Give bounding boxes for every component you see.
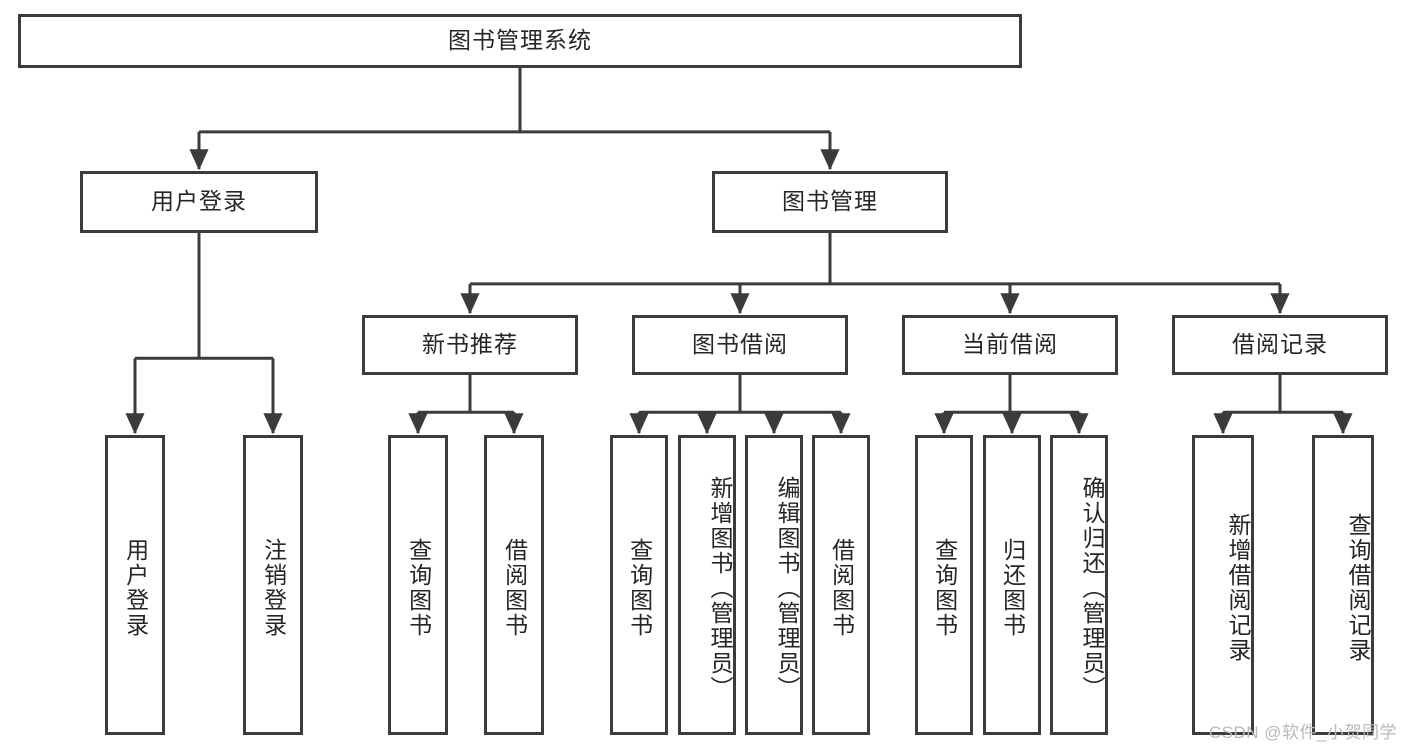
node-l8[interactable]: 借阅图书 [812, 435, 870, 735]
node-label: 确认归还（管理员） [1079, 475, 1105, 701]
node-login[interactable]: 用户登录 [80, 171, 318, 233]
node-label: 查询图书 [405, 538, 432, 638]
node-l11[interactable]: 确认归还（管理员） [1050, 435, 1108, 735]
node-label: 查询图书 [626, 538, 653, 638]
node-l2[interactable]: 注销登录 [243, 435, 303, 735]
node-label: 当前借阅 [962, 331, 1058, 358]
node-label: 借阅记录 [1232, 331, 1328, 358]
watermark-text: CSDN @软件_小贺同学 [1208, 723, 1397, 742]
node-l12[interactable]: 新增借阅记录 [1192, 435, 1254, 735]
node-label: 查询图书 [931, 538, 958, 638]
node-label: 注销登录 [260, 538, 287, 638]
node-label: 新书推荐 [422, 331, 518, 358]
node-label: 用户登录 [122, 538, 149, 638]
node-l10[interactable]: 归还图书 [983, 435, 1041, 735]
node-borrow[interactable]: 图书借阅 [632, 315, 848, 375]
node-label: 图书借阅 [692, 331, 788, 358]
node-current[interactable]: 当前借阅 [902, 315, 1118, 375]
node-root[interactable]: 图书管理系统 [18, 14, 1022, 68]
node-l6[interactable]: 新增图书（管理员） [678, 435, 736, 735]
node-l9[interactable]: 查询图书 [915, 435, 973, 735]
node-l7[interactable]: 编辑图书（管理员） [745, 435, 803, 735]
node-l3[interactable]: 查询图书 [388, 435, 448, 735]
node-label: 新增图书（管理员） [707, 475, 733, 701]
node-l4[interactable]: 借阅图书 [484, 435, 544, 735]
node-l5[interactable]: 查询图书 [610, 435, 668, 735]
node-l1[interactable]: 用户登录 [105, 435, 165, 735]
node-newrec[interactable]: 新书推荐 [362, 315, 578, 375]
node-label: 用户登录 [151, 188, 247, 215]
node-label: 借阅图书 [828, 538, 855, 638]
node-label: 图书管理 [782, 188, 878, 215]
node-bookmgmt[interactable]: 图书管理 [712, 171, 948, 233]
node-label: 图书管理系统 [448, 27, 592, 54]
node-label: 借阅图书 [501, 538, 528, 638]
node-records[interactable]: 借阅记录 [1172, 315, 1388, 375]
node-label: 新增借阅记录 [1225, 513, 1251, 663]
node-label: 编辑图书（管理员） [774, 475, 800, 701]
node-label: 归还图书 [999, 538, 1026, 638]
node-label: 查询借阅记录 [1345, 513, 1371, 663]
node-l13[interactable]: 查询借阅记录 [1312, 435, 1374, 735]
